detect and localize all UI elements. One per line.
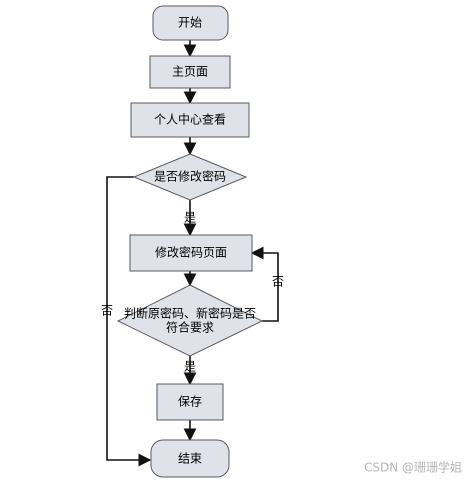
flow-nodes: 开始 主页面 个人中心查看 是否修改密码 修改密码页面 判断原密码、新密码是否 … [116, 5, 264, 478]
password-validation-decision-node [116, 284, 264, 357]
edge-decision-no-to-end [106, 176, 152, 467]
yes-to-save-label: 是 [184, 360, 196, 374]
home-label: 主页面 [172, 65, 208, 79]
edge-check-no-back-to-change-page [250, 246, 279, 322]
yes-to-change-page-label: 是 [184, 211, 196, 225]
change-password-page-label: 修改密码页面 [155, 245, 227, 260]
start-node [152, 5, 229, 41]
no-back-to-change-page-label: 否 [272, 275, 284, 289]
profile-label: 个人中心查看 [154, 112, 226, 127]
connectors [106, 40, 279, 467]
end-node [150, 439, 230, 478]
password-validation-label-line1: 判断原密码、新密码是否 [124, 306, 256, 321]
save-label: 保存 [178, 395, 202, 409]
end-label: 结束 [178, 452, 202, 466]
change-password-page-node [129, 234, 253, 272]
change-password-decision-node [132, 153, 248, 201]
edge-labels: 是 否 否 是 [101, 211, 284, 374]
password-validation-label-line2: 符合要求 [166, 320, 214, 335]
profile-node [130, 102, 250, 138]
change-password-decision-label: 是否修改密码 [154, 169, 226, 184]
save-node [156, 383, 224, 421]
watermark-text: CSDN @珊珊学姐 [364, 460, 462, 475]
no-to-end-label: 否 [101, 304, 113, 318]
home-node [149, 55, 231, 89]
start-label: 开始 [178, 16, 202, 30]
